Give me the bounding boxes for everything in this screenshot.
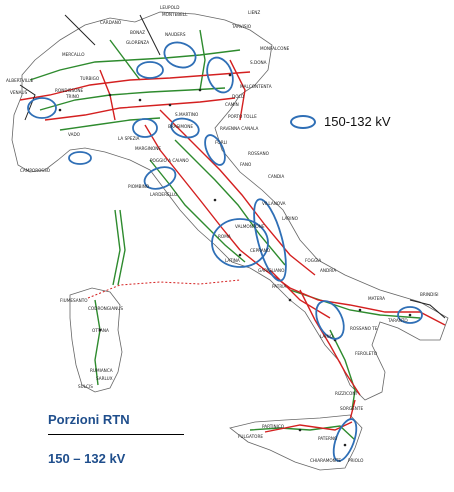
submarine-cable: [87, 279, 241, 299]
map-label: PIOMBINO: [128, 184, 150, 189]
map-label: SULCIS: [78, 384, 93, 389]
map-label: TURBIGO: [79, 76, 100, 81]
map-label: LIENZ: [248, 10, 260, 15]
map-label: FOGGIA: [305, 258, 321, 263]
map-label: ROSSANO TE: [350, 326, 378, 331]
highlight-ellipse: [332, 418, 358, 462]
map-label: VENAUS: [10, 90, 28, 95]
sicily-outline: [229, 414, 363, 471]
legend-ellipse-icon: [290, 114, 316, 129]
highlight-ellipse: [132, 118, 158, 138]
map-label: PATERNO: [318, 436, 338, 441]
map-label: RONDISSONE: [55, 88, 84, 93]
map-label: MALCONTENTA: [240, 84, 272, 89]
map-label: POGGIO A CAIANO: [150, 158, 189, 163]
map-label: ALBERTVILLE: [6, 78, 34, 83]
title-divider: [48, 434, 184, 435]
map-label: VILLANOVA: [262, 201, 286, 206]
map-label: LEUPOLD: [160, 5, 179, 10]
map-label: CAMPOROSSO: [20, 168, 51, 173]
legend: 150-132 kV: [290, 114, 391, 129]
map-label: FIUMESANTO: [60, 298, 88, 303]
map-label: LARDERELLO: [150, 192, 178, 197]
map-label: MARGINONE: [135, 146, 161, 151]
map-label: RUMIANCA: [90, 368, 113, 373]
map-label: CAMIN: [225, 102, 239, 107]
map-label: LATINA: [225, 258, 240, 263]
map-label: VADO: [68, 132, 81, 137]
map-label: SORGENTE: [340, 406, 363, 411]
map-label: BRASIMONE: [168, 124, 193, 129]
legend-label: 150-132 kV: [324, 114, 391, 129]
map-label: LARINO: [282, 216, 299, 221]
map-label: ANDRIA: [320, 268, 336, 273]
highlight-ellipse: [206, 56, 234, 94]
map-label: GARIGLIANO: [258, 268, 285, 273]
country-outline: [11, 11, 449, 471]
map-title: Porzioni RTN: [48, 412, 130, 427]
highlight-ellipse: [136, 61, 164, 79]
map-subtitle: 150 – 132 kV: [48, 451, 126, 466]
lines-380kv: [19, 59, 446, 433]
map-label: PATRIA: [272, 284, 286, 289]
highlight-ellipse: [143, 166, 177, 190]
map-label: TARVISIO: [231, 24, 252, 29]
map-label: MONFALCONE: [260, 46, 290, 51]
map-label: TARANTO: [387, 318, 408, 323]
map-label: CARDANO: [100, 20, 122, 25]
highlight-ellipse: [163, 41, 197, 69]
highlight-ellipse: [27, 97, 57, 119]
peninsula-outline: [11, 11, 449, 401]
highlight-ellipse: [68, 151, 92, 165]
map-label: TRINO: [65, 94, 80, 99]
lines-other: [19, 14, 446, 319]
map-label: OTTANA: [92, 328, 109, 333]
map-label: SARLUX: [96, 376, 113, 381]
map-label: RAVENNA CANALA: [220, 126, 259, 131]
highlight-ellipse: [253, 198, 287, 282]
map-label: MONTEBELL: [162, 12, 188, 17]
map-label: MERCALLO: [62, 52, 85, 57]
map-label: FULGATORE: [238, 434, 263, 439]
map-label: FEROLETO: [355, 351, 378, 356]
map-label: ROSSANO: [248, 151, 270, 156]
map-label: NAUDERS: [165, 32, 186, 37]
highlighted-portions: [27, 41, 423, 462]
map-label: PORTO TOLLE: [228, 114, 257, 119]
highlight-ellipse: [211, 218, 269, 268]
map-label: GLORENZA: [126, 40, 149, 45]
map-label: DOLO: [232, 94, 245, 99]
map-label: MATERA: [368, 296, 385, 301]
highlight-ellipse: [170, 117, 200, 139]
map-labels: LEUPOLD MONTEBELL LIENZ BONAZ CARDANO GL…: [6, 5, 439, 463]
map-label: PRIOLO: [348, 458, 364, 463]
map-label: CANDIA: [268, 174, 284, 179]
highlight-ellipse: [397, 306, 423, 324]
map-label: S.DONA: [250, 60, 267, 65]
map-label: S.MARTINO: [175, 112, 199, 117]
highlight-ellipse: [204, 134, 226, 166]
highlight-ellipse: [315, 300, 345, 340]
map-label: BRINDISI: [420, 292, 439, 297]
sardinia-outline: [69, 287, 123, 393]
map-label: ROMA: [218, 234, 231, 239]
map-label: FORLI: [215, 140, 227, 145]
map-label: CHIARAMONTE: [310, 458, 341, 463]
map-label: CODRONGIANUS: [88, 306, 123, 311]
map-label: RIZZICONI: [335, 391, 357, 396]
map-label: LA SPEZIA: [118, 136, 140, 141]
map-label: PARTINICO: [262, 424, 285, 429]
map-label: VALMONTONE: [235, 224, 265, 229]
map-label: LAINO: [320, 334, 334, 339]
map-label: CEPRANO: [250, 248, 271, 253]
map-label: FANO: [240, 162, 252, 167]
map-label: BONAZ: [130, 30, 145, 35]
